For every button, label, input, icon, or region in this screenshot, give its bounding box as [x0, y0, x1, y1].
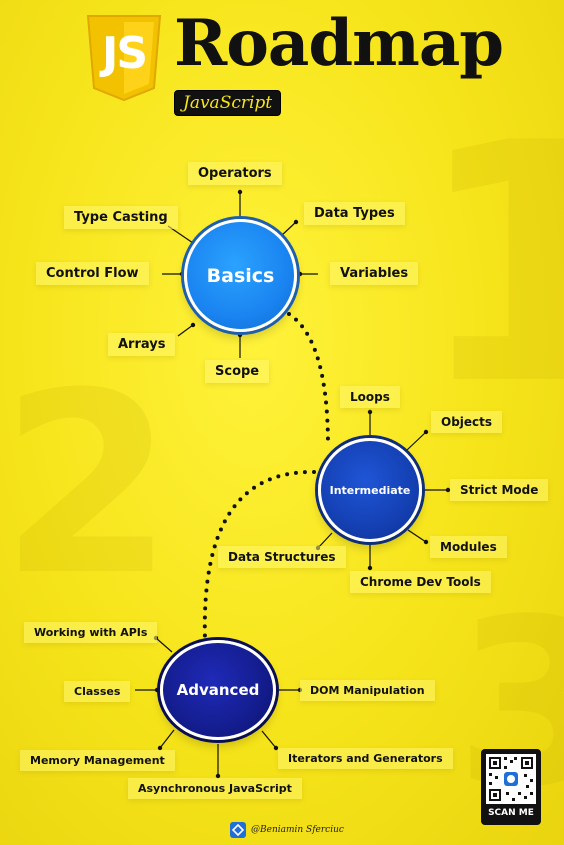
topic-arrays: Arrays — [108, 333, 176, 356]
credit-text: @Beniamin Sferciuc — [251, 825, 344, 835]
topic-memory-management: Memory Management — [20, 750, 175, 771]
page-subtitle: JavaScript — [174, 90, 282, 116]
topic-working-with-apis: Working with APIs — [24, 622, 158, 643]
topic-asynchronous-javascript: Asynchronous JavaScript — [128, 778, 302, 799]
spoke-data-structures — [317, 532, 333, 549]
topic-data-structures: Data Structures — [218, 546, 346, 568]
spoke-working-with-apis — [155, 637, 173, 653]
topic-objects: Objects — [431, 411, 503, 433]
topic-loops: Loops — [340, 386, 400, 408]
stage-advanced: Advanced — [160, 640, 276, 740]
author-credit: @Beniamin Sferciuc — [230, 822, 344, 838]
qr-code-icon[interactable] — [486, 754, 536, 804]
topic-operators: Operators — [188, 162, 282, 185]
spoke-memory-management — [159, 729, 175, 749]
topic-control-flow: Control Flow — [36, 262, 149, 285]
topic-strict-mode: Strict Mode — [450, 479, 549, 501]
spoke-modules — [407, 529, 427, 543]
topic-dom-manipulation: DOM Manipulation — [300, 680, 435, 701]
stage-basics: Basics — [184, 219, 297, 332]
topic-modules: Modules — [430, 536, 507, 558]
spoke-data-types — [280, 221, 297, 237]
background-number-2: 2 — [0, 339, 174, 630]
topic-scope: Scope — [205, 360, 270, 383]
topic-iterators-and-generators: Iterators and Generators — [278, 748, 453, 769]
path-intermediate-to-advanced — [202, 469, 316, 642]
topic-variables: Variables — [330, 262, 419, 285]
page-title: Roadmap — [174, 6, 504, 81]
spoke-objects — [406, 431, 427, 451]
stage-intermediate: Intermediate — [318, 438, 422, 542]
topic-data-types: Data Types — [304, 202, 405, 225]
qr-code-card[interactable]: SCAN ME — [481, 749, 541, 825]
spoke-arrays — [177, 324, 194, 337]
qr-label: SCAN ME — [488, 808, 534, 818]
topic-type-casting: Type Casting — [64, 206, 178, 229]
js-shield-icon — [86, 15, 162, 102]
brand-icon — [230, 822, 246, 838]
js-logo: JS — [84, 14, 164, 104]
path-basics-to-intermediate — [287, 312, 330, 448]
topic-chrome-dev-tools: Chrome Dev Tools — [350, 571, 491, 593]
background-number-1: 1 — [415, 73, 564, 457]
spoke-iterators-and-generators — [261, 730, 277, 749]
logo-text: JS — [101, 28, 148, 79]
topic-classes: Classes — [64, 681, 131, 702]
